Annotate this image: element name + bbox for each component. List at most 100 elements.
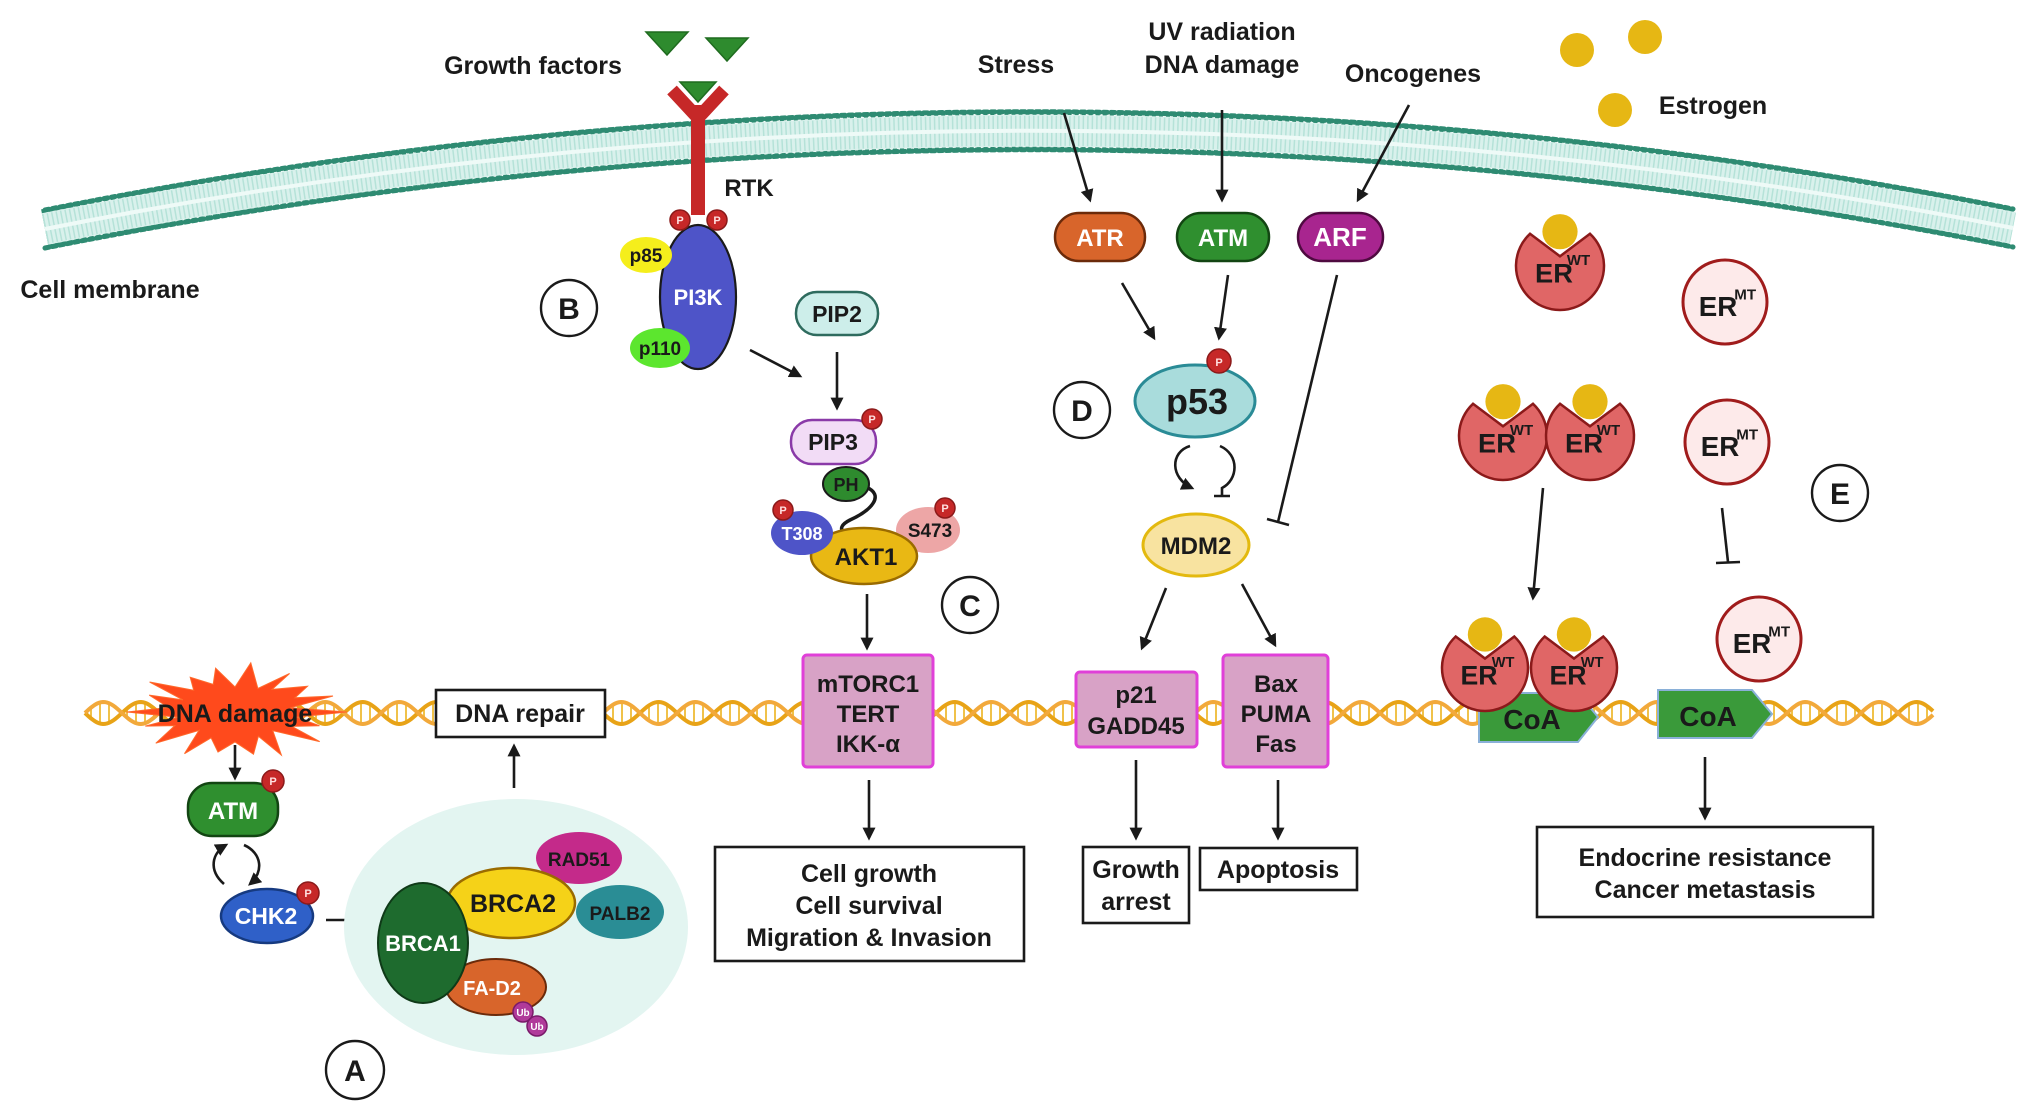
stress-label: Stress xyxy=(978,51,1054,79)
rtk-label: RTK xyxy=(724,175,774,202)
svg-text:Ub: Ub xyxy=(516,1008,529,1019)
p110-label: p110 xyxy=(639,339,681,360)
svg-text:Migration & Invasion: Migration & Invasion xyxy=(746,924,992,952)
svg-text:P: P xyxy=(269,776,276,788)
svg-text:E: E xyxy=(1830,478,1850,511)
growth-factor-ligands xyxy=(644,31,750,63)
er-label: ER xyxy=(1535,258,1573,289)
svg-text:Cell survival: Cell survival xyxy=(795,892,942,920)
brca1-protein xyxy=(377,882,469,1004)
brca1-label: BRCA1 xyxy=(385,931,461,956)
phospho-site: P xyxy=(772,499,794,521)
oncogenes-arrow xyxy=(1356,104,1411,203)
rad51-label: RAD51 xyxy=(548,850,611,871)
atm-protein-a xyxy=(186,781,280,838)
estrogen-molecule xyxy=(1628,20,1662,54)
apoptosis-box: Apoptosis xyxy=(1198,846,1359,892)
brca2-label: BRCA2 xyxy=(470,890,556,918)
panel-a-marker: A xyxy=(324,1039,386,1101)
rad51-protein xyxy=(536,832,622,884)
ermt-inhibition-bar xyxy=(1715,560,1741,565)
gene-label: Fas xyxy=(1255,731,1296,758)
estrogen-label: Estrogen xyxy=(1659,92,1767,120)
svg-text:C: C xyxy=(959,590,981,623)
phospho-site: P xyxy=(669,209,691,231)
svg-text:Endocrine resistance: Endocrine resistance xyxy=(1579,844,1832,872)
phospho-site: P xyxy=(861,408,883,430)
growth-factor-ligand xyxy=(644,31,690,57)
ermt-inhibition-line xyxy=(1720,507,1730,563)
arf-protein xyxy=(1296,211,1385,263)
svg-text:B: B xyxy=(558,293,580,326)
stress-arrow xyxy=(1062,112,1094,203)
estrogen-molecule xyxy=(1560,33,1594,67)
bound-estrogen xyxy=(1572,384,1608,420)
growth-factors-label: Growth factors xyxy=(444,52,622,80)
dna-damage-stimulus-label: DNA damage xyxy=(1145,51,1300,79)
pip3-label: PIP3 xyxy=(808,429,858,455)
gene-label: Bax xyxy=(1254,671,1299,698)
svg-text:P: P xyxy=(1215,357,1222,369)
growth-arrest-box: Growth arrest xyxy=(1081,845,1191,925)
mdm2-p53-inhibition xyxy=(1214,444,1236,498)
svg-text:P: P xyxy=(868,414,875,426)
akt1-protein xyxy=(809,526,919,586)
phospho-site: P xyxy=(296,881,320,905)
pi3k-label: PI3K xyxy=(674,285,723,310)
svg-text:P: P xyxy=(304,888,311,900)
phospho-site: P xyxy=(706,209,728,231)
svg-text:arrest: arrest xyxy=(1101,888,1171,916)
p53-label: p53 xyxy=(1166,381,1228,422)
svg-text:Growth: Growth xyxy=(1092,856,1180,884)
ph-label: PH xyxy=(833,475,858,495)
bound-growth-factor xyxy=(678,81,718,104)
p53-mdm2-feedback-arrow xyxy=(1174,444,1195,490)
phospho-site: P xyxy=(1206,348,1232,374)
er-wt-superscript: WT xyxy=(1567,252,1590,269)
coactivator-mt: CoA xyxy=(1657,689,1774,739)
bound-estrogen xyxy=(1556,617,1592,652)
gene-label: GADD45 xyxy=(1087,713,1184,740)
atm-to-p53-arrow xyxy=(1214,274,1230,341)
pi3k-to-pip3-arrow xyxy=(749,348,803,378)
estrogen-molecule xyxy=(1598,93,1632,127)
p53-protein xyxy=(1133,363,1257,439)
gene-label: PUMA xyxy=(1241,701,1312,728)
er-label: ER xyxy=(1549,660,1586,690)
svg-text:P: P xyxy=(713,215,720,227)
panel-e-marker: E xyxy=(1810,463,1870,523)
p85-subunit xyxy=(620,237,672,273)
akt1-label: AKT1 xyxy=(835,544,898,571)
ubiquitin: Ub xyxy=(512,1001,534,1023)
mdm2-protein xyxy=(1141,512,1251,578)
svg-text:P: P xyxy=(941,503,948,515)
akt-target-genes: mTORC1 TERT IKK-α xyxy=(801,653,935,769)
er-wt-superscript: WT xyxy=(1597,422,1620,439)
arf-inhibition-line xyxy=(1276,274,1339,523)
er-label: ER xyxy=(1733,628,1772,659)
er-wt-superscript: WT xyxy=(1581,655,1604,671)
svg-text:Cell growth: Cell growth xyxy=(801,860,937,888)
svg-text:Cancer metastasis: Cancer metastasis xyxy=(1595,876,1816,904)
cell-membrane xyxy=(41,109,2017,251)
erwt-to-dna-arrow xyxy=(1527,487,1545,601)
phospho-site: P xyxy=(934,497,956,519)
pip2-molecule xyxy=(794,290,880,337)
endocrine-outcome-box: Endocrine resistance Cancer metastasis xyxy=(1535,825,1875,919)
akt-outcome-box: Cell growth Cell survival Migration & In… xyxy=(713,845,1026,963)
panel-b-marker: B xyxy=(539,278,599,338)
mdm2-to-p21-arrow xyxy=(1139,587,1168,651)
p110-subunit xyxy=(630,328,690,368)
gene-label: mTORC1 xyxy=(817,671,919,698)
svg-text:DNA repair: DNA repair xyxy=(455,700,585,728)
er-wt-superscript: WT xyxy=(1492,655,1515,671)
ph-domain xyxy=(822,466,870,502)
t308-label: T308 xyxy=(781,524,822,544)
chk2-atm-cycle-arrow xyxy=(212,843,229,885)
